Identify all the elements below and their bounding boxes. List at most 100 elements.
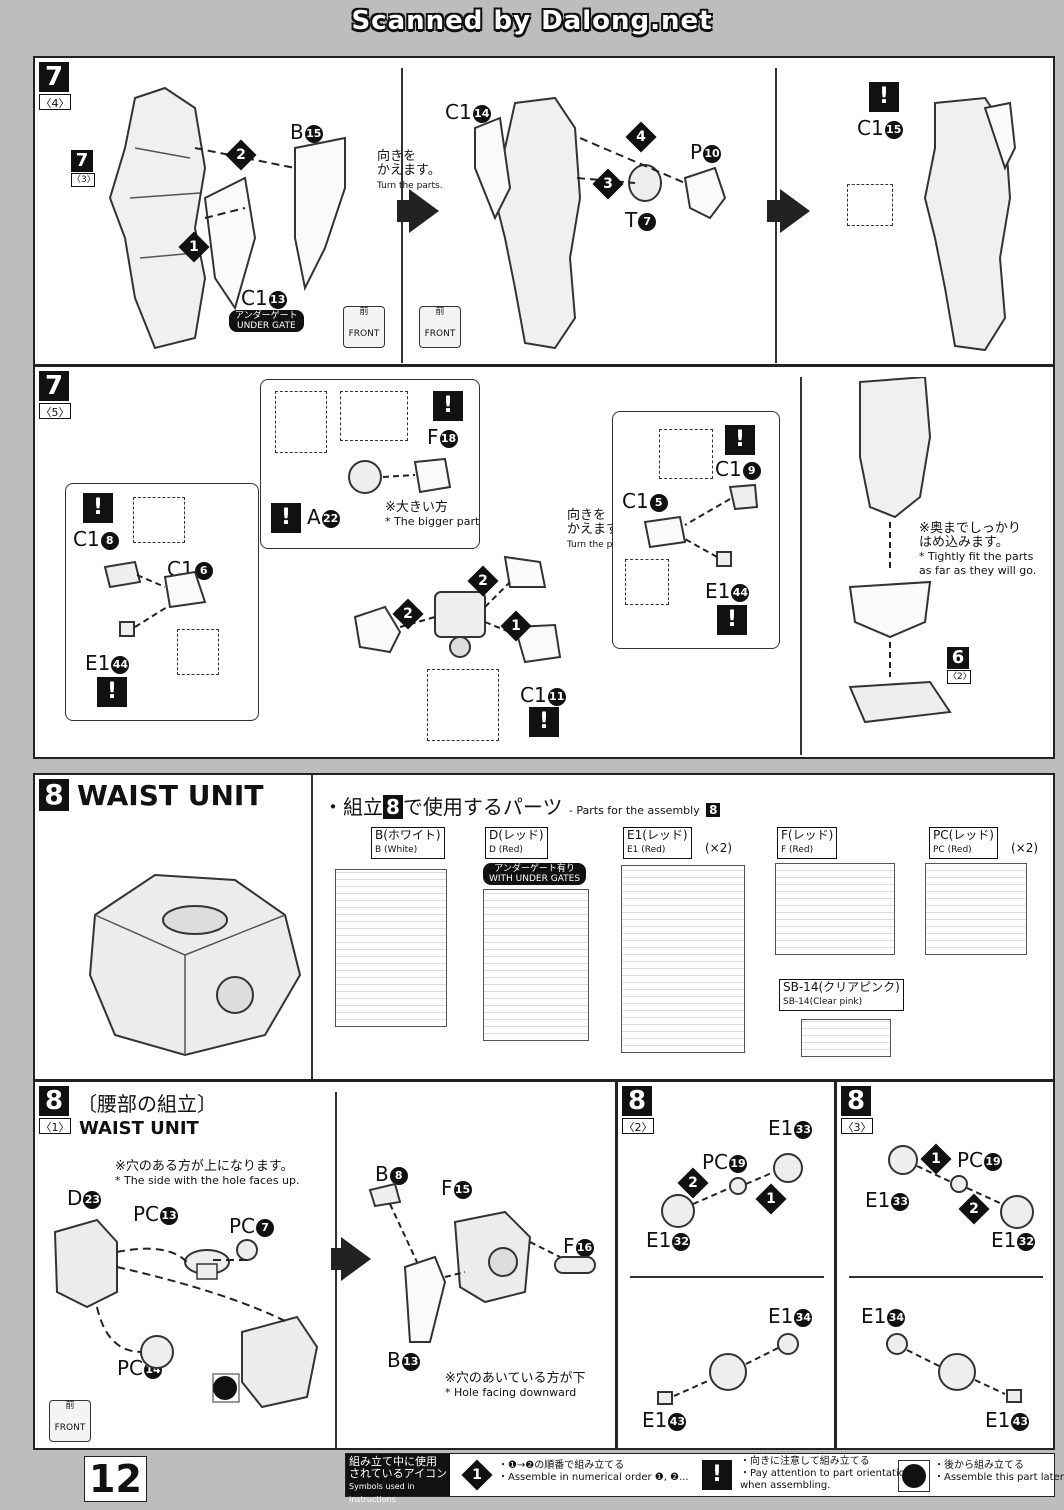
attention-icon: ! [869, 82, 899, 112]
runner-label-sb14: SB-14(クリアピンク)SB-14(Clear pink) [779, 979, 904, 1011]
runner-pc [925, 863, 1027, 955]
flow-arrow [409, 189, 439, 233]
part-detail-box-2 [340, 391, 408, 441]
attention-icon-3: ! [83, 493, 113, 523]
ref-sub-number: 〈2〉 [947, 670, 972, 684]
flow-arrow-body [331, 1248, 343, 1270]
step-order-2-marker: 2 [225, 139, 257, 171]
step-order-4-marker: 4 [625, 121, 657, 153]
panel-divider [335, 1092, 337, 1448]
legend-later-text: ・後から組み立てる・Assemble this part later. [934, 1460, 1064, 1483]
part-detail-box-5 [427, 669, 499, 741]
runner-label-e1: E1(レッド)E1 (Red) [623, 827, 692, 859]
step-number: 7 [39, 62, 69, 92]
order-icon: 1 [461, 1459, 493, 1491]
sub-step-number: 〈4〉 [39, 94, 71, 110]
waist-parts-figure [53, 1218, 319, 1409]
hole-up-note: ※穴のある方が上になります。* The side with the hole f… [115, 1159, 300, 1188]
attention-icon-7: ! [717, 605, 747, 635]
shoulder-joint-figure [348, 457, 452, 494]
hole-down-note: ※穴のあいている方が下* Hole facing downward [445, 1371, 586, 1400]
step-order-3-marker: 3 [592, 168, 624, 200]
leg-assembly-figure-3 [923, 96, 1017, 352]
page-number: 12 [84, 1456, 147, 1502]
runner-e1 [621, 865, 745, 1053]
legend-attention-text: ・向きに注意して組み立てる・Pay attention to part orie… [740, 1456, 912, 1491]
part-detail-box [847, 184, 893, 226]
joint-assembly-figure-2 [886, 1333, 1022, 1403]
runner-sb14 [801, 1019, 891, 1057]
step8-1-panel: 8 〈1〉 〔腰部の組立〕 WAIST UNIT ※穴のある方が上になります。*… [33, 1080, 617, 1450]
leg-assembly-figure-1 [108, 86, 346, 350]
step-number: 8 [622, 1086, 652, 1116]
attention-icon-4: ! [97, 677, 127, 707]
runner-label-pc: PC(レッド)PC (Red) [929, 827, 998, 859]
leg-assembly-figure-2 [474, 96, 727, 350]
scan-banner: Scanned by Dalong.net [351, 6, 713, 36]
waist-assembly-figure [368, 1182, 596, 1343]
step-number: 7 [39, 371, 69, 401]
turn-parts-note: 向きを かえます。Turn the parts. [377, 149, 443, 192]
step-number: 8 [841, 1086, 871, 1116]
section-title: WAIST UNIT [77, 779, 264, 812]
step-title-jp: 〔腰部の組立〕 [77, 1092, 217, 1116]
panel-divider [849, 1276, 1043, 1278]
part-detail-box [275, 391, 327, 453]
ref-step-number: 7 [71, 150, 93, 172]
sub-step-number: 〈3〉 [841, 1118, 873, 1134]
runner-label-b: B(ホワイト)B (White) [371, 827, 445, 859]
runner-b [335, 869, 447, 1027]
part-detail-box-4 [177, 629, 219, 675]
flow-arrow [341, 1237, 371, 1281]
ref-step-number: 6 [947, 647, 969, 669]
attention-icon: ! [433, 391, 463, 421]
step-order-2b-marker: 2 [467, 565, 499, 597]
part-detail-box-7 [625, 559, 669, 605]
step-order-1-marker: 1 [178, 231, 210, 263]
step-order-1-marker: 1 [500, 610, 532, 642]
step-number: 8 [39, 1086, 69, 1116]
joint-assembly-figure [888, 1145, 1034, 1229]
runner-f [775, 863, 895, 955]
attention-icon-2: ! [271, 503, 301, 533]
flow-arrow-body-2 [767, 200, 781, 222]
step-title-en: WAIST UNIT [79, 1118, 199, 1139]
attention-icon: ! [702, 1460, 732, 1490]
later-icon [898, 1460, 930, 1492]
sub-step-number: 〈2〉 [622, 1118, 654, 1134]
runner-label-f: F(レッド)F (Red) [777, 827, 838, 859]
